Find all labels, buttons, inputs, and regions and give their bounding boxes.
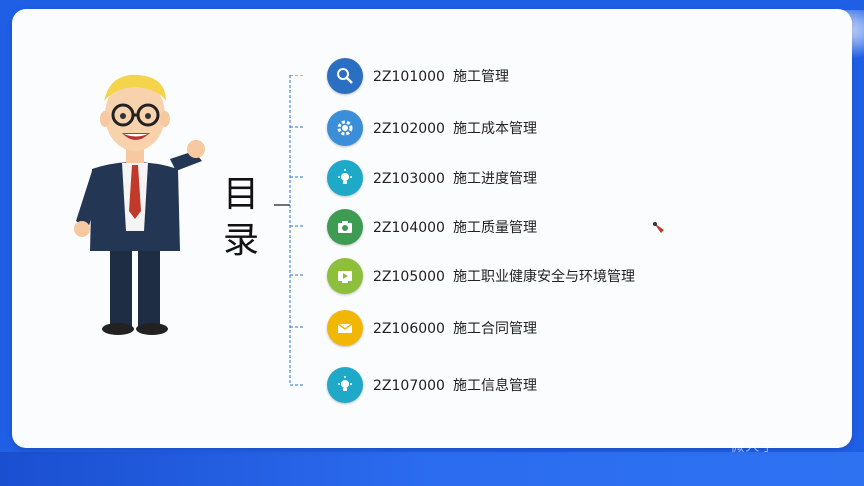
gear-icon <box>327 110 363 146</box>
contents-title: 目 录 <box>222 174 259 261</box>
pen-cursor-icon <box>653 222 664 233</box>
envelope-icon <box>327 310 363 346</box>
cartoon-presenter-illustration <box>74 74 205 335</box>
list-connector-bracket <box>274 75 304 386</box>
lightbulb-icon <box>327 367 363 403</box>
watermark-text: ᅟ 微人学 <box>712 439 776 455</box>
camera-icon <box>327 209 363 245</box>
lightbulb-icon <box>327 160 363 196</box>
video-icon <box>327 258 363 294</box>
bottom-strip <box>0 452 864 486</box>
search-icon <box>327 58 363 94</box>
